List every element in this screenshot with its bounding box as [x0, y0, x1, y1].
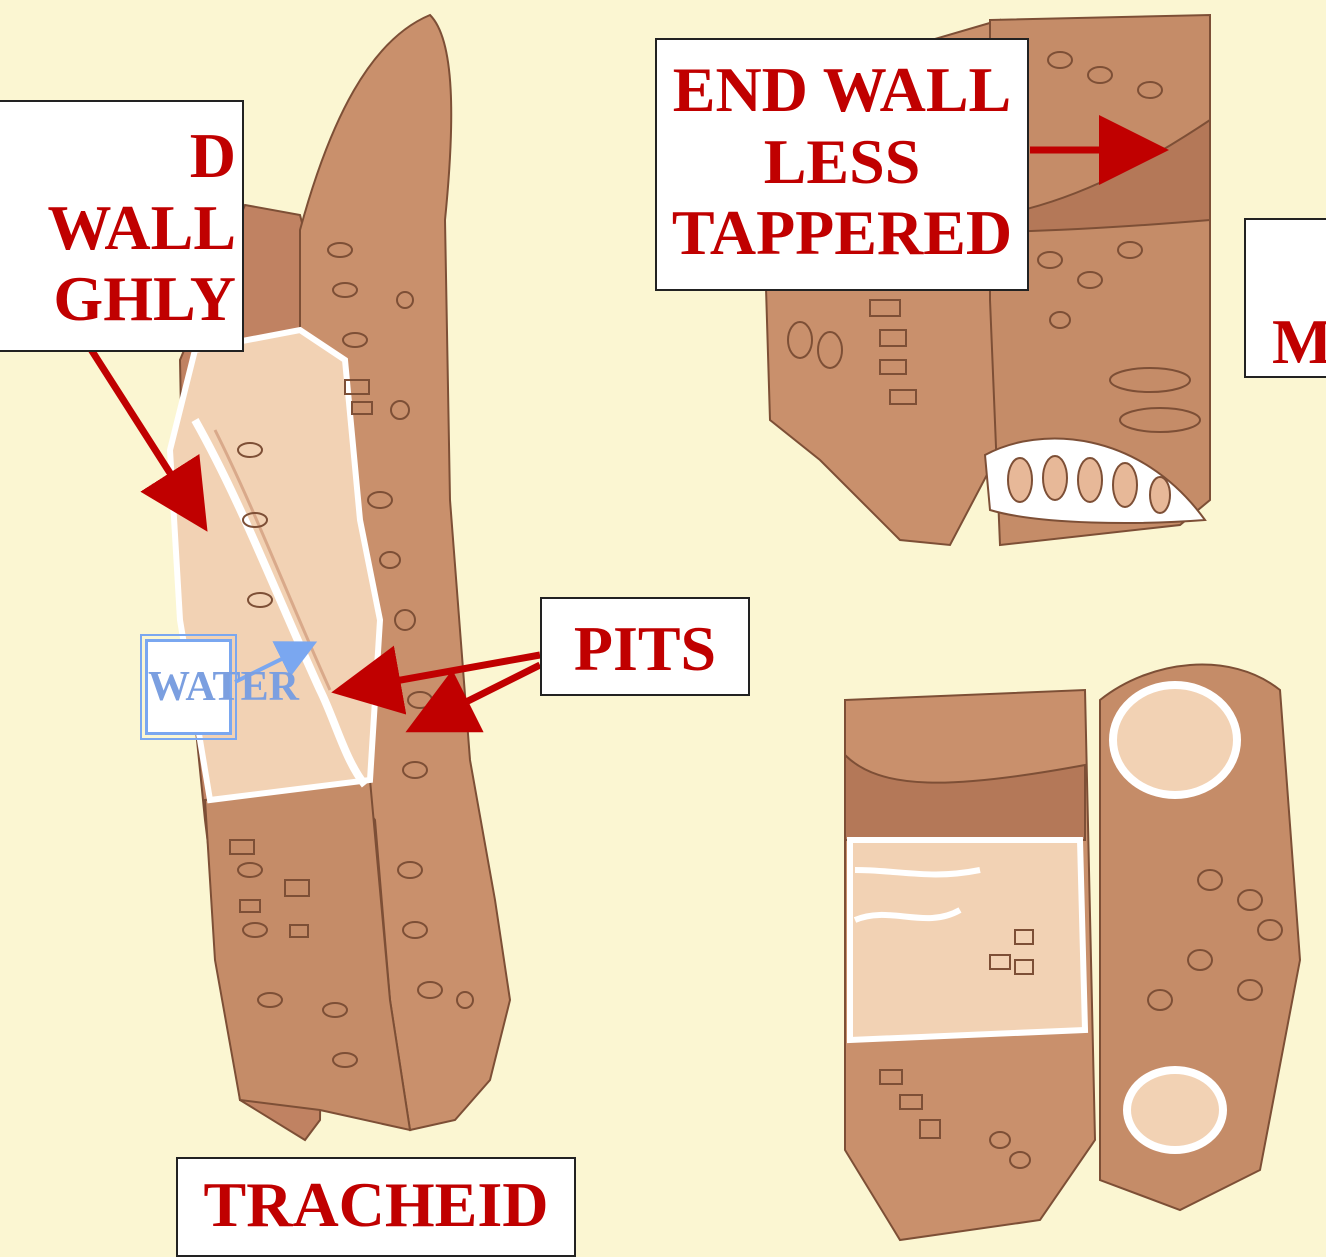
label-water: WATER — [145, 639, 232, 735]
label-end-wall-less-tappered: END WALL LESS TAPPERED — [655, 38, 1029, 291]
vessel-bottom-top-opening — [1113, 685, 1237, 795]
vessel-bottom-bottom-opening — [1127, 1070, 1223, 1150]
label-tracheid: TRACHEID — [176, 1157, 576, 1257]
label-vessel-partial: M — [1244, 218, 1326, 378]
label-end-wall-highly-tappered: D WALL GHLY PPERED — [0, 100, 244, 352]
label-pits: PITS — [540, 597, 750, 696]
vessel-bottom-illustration — [845, 665, 1300, 1240]
